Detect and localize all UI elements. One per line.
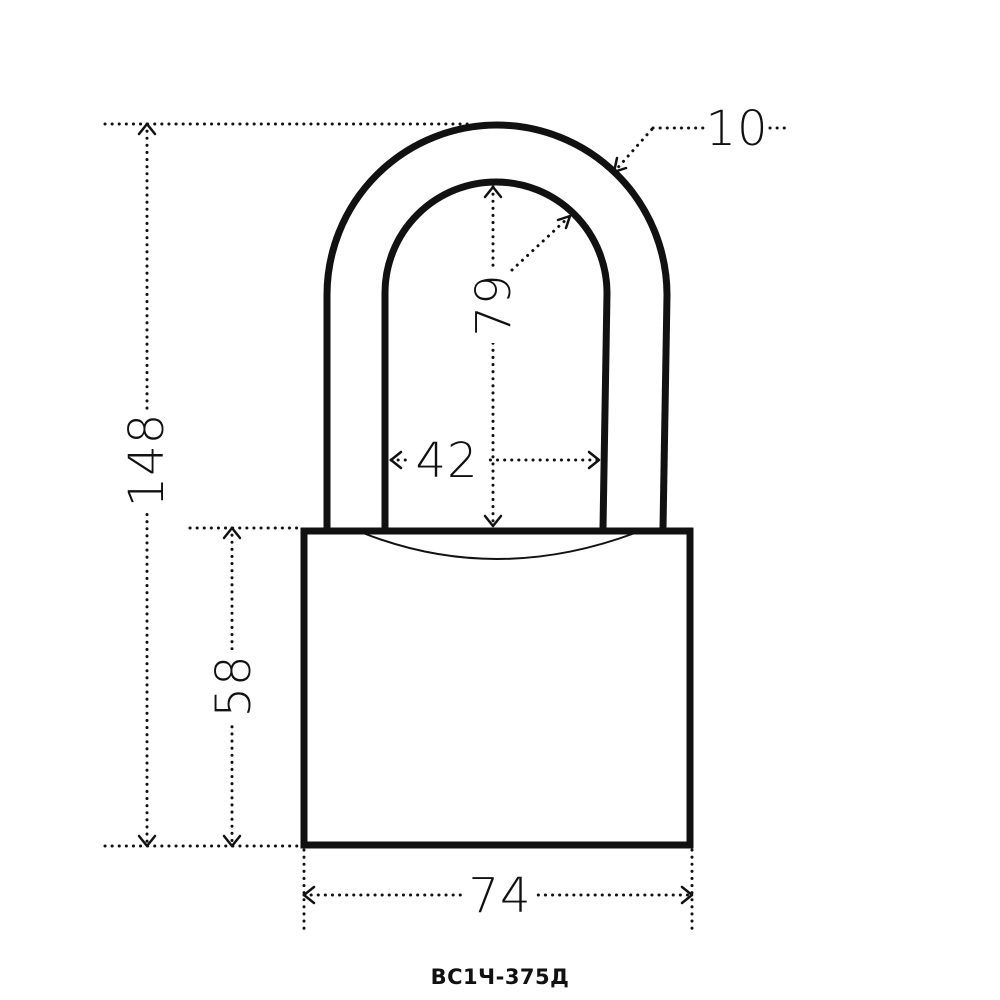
model-label: ВС1Ч-375Д [430, 965, 570, 989]
lock-body [300, 527, 694, 849]
dimension-shackle-width: 42 [389, 433, 601, 489]
body-top-curve [362, 532, 636, 560]
shackle-inner [381, 178, 611, 529]
dimension-body-width: 74 [302, 848, 694, 934]
dim-label-10: 10 [705, 101, 768, 157]
dim-label-79: 79 [466, 273, 522, 336]
dimension-body-height: 58 [188, 526, 302, 848]
dim-label-148: 148 [119, 413, 175, 508]
dim-label-42: 42 [415, 433, 478, 489]
dimension-shackle-height: 79 [466, 185, 522, 528]
padlock-outline [300, 121, 694, 849]
dim-label-58: 58 [206, 654, 262, 717]
dimension-shackle-thickness: 10 [510, 101, 792, 272]
dim-label-74: 74 [468, 868, 531, 924]
shackle-outer [323, 121, 671, 529]
dimension-overall-height: 148 [103, 122, 472, 848]
